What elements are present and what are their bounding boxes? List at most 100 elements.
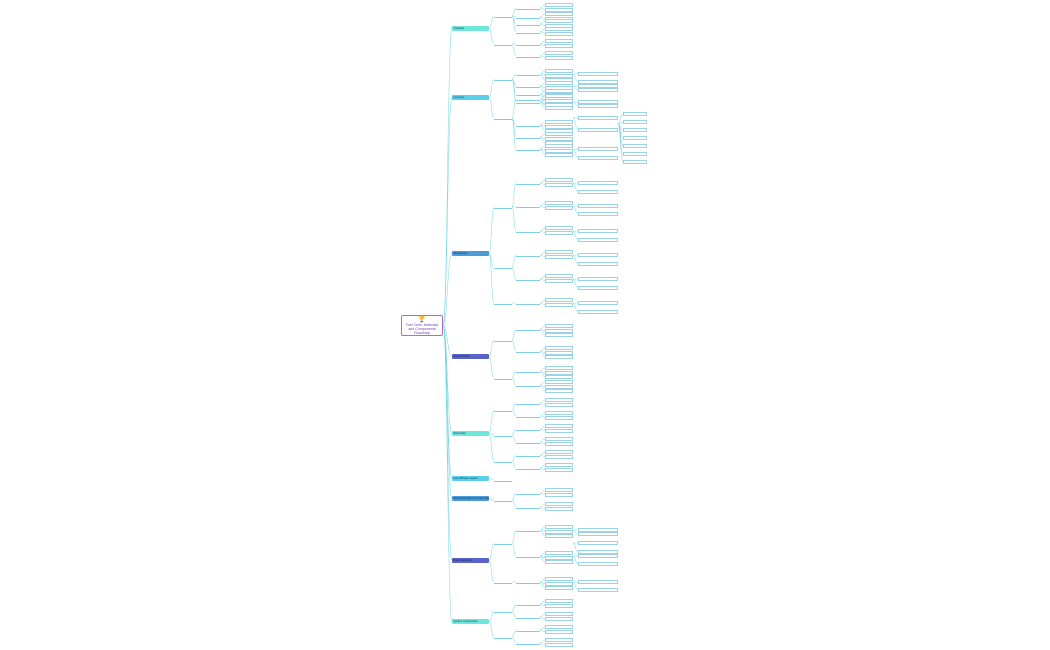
- leaf-box[interactable]: [545, 31, 573, 36]
- leaf-box-wide[interactable]: [578, 238, 618, 242]
- leaf-box[interactable]: [545, 39, 573, 43]
- leaf-box[interactable]: [545, 642, 573, 647]
- leaf-box[interactable]: [545, 69, 573, 73]
- leaf-box[interactable]: [545, 19, 573, 23]
- leaf-box-far[interactable]: [623, 136, 647, 140]
- leaf-box[interactable]: [545, 153, 573, 157]
- leaf-box[interactable]: [545, 560, 573, 564]
- leaf-box-wide[interactable]: [578, 550, 618, 554]
- sub-branch-node[interactable]: [516, 602, 540, 606]
- sub-branch-node[interactable]: [516, 30, 540, 34]
- leaf-box-wide[interactable]: [578, 286, 618, 290]
- leaf-box-wide[interactable]: [578, 80, 618, 84]
- leaf-box[interactable]: [545, 324, 573, 328]
- leaf-box[interactable]: [545, 502, 573, 506]
- leaf-box[interactable]: [545, 441, 573, 446]
- topic-stack-hardware[interactable]: Stack Hardware: [452, 558, 489, 563]
- leaf-box[interactable]: [545, 629, 573, 634]
- branch-node[interactable]: [494, 580, 512, 584]
- leaf-box[interactable]: [545, 250, 573, 254]
- leaf-box[interactable]: [545, 51, 573, 55]
- leaf-box[interactable]: [545, 89, 573, 93]
- sub-branch-node[interactable]: [516, 181, 540, 185]
- leaf-box[interactable]: [545, 555, 573, 560]
- leaf-box[interactable]: [545, 581, 573, 586]
- sub-branch-node[interactable]: [516, 123, 540, 127]
- leaf-box-wide[interactable]: [578, 262, 618, 266]
- leaf-box-far[interactable]: [623, 112, 647, 116]
- root-node[interactable]: 🏆 Fuel Cells: Materials and Components R…: [401, 315, 443, 336]
- branch-node[interactable]: [494, 459, 512, 463]
- leaf-box[interactable]: [545, 103, 573, 107]
- leaf-box[interactable]: [545, 124, 573, 129]
- topic-catalysts[interactable]: Catalysts: [452, 26, 489, 31]
- leaf-box[interactable]: [545, 55, 573, 60]
- sub-branch-node[interactable]: [516, 628, 540, 632]
- leaf-box[interactable]: [545, 98, 573, 103]
- leaf-box[interactable]: [545, 467, 573, 472]
- sub-branch-node[interactable]: [516, 401, 540, 405]
- leaf-box[interactable]: [545, 43, 573, 48]
- branch-node[interactable]: [494, 541, 512, 545]
- branch-node[interactable]: [494, 42, 512, 46]
- leaf-box[interactable]: [545, 7, 573, 12]
- leaf-box[interactable]: [545, 492, 573, 497]
- sub-branch-node[interactable]: [516, 554, 540, 558]
- topic-bipolar-plates[interactable]: Bipolar Plates: [452, 354, 489, 359]
- leaf-box[interactable]: [545, 398, 573, 402]
- leaf-box-wide[interactable]: [578, 104, 618, 108]
- sub-branch-node[interactable]: [516, 84, 540, 88]
- leaf-box[interactable]: [545, 278, 573, 283]
- leaf-box[interactable]: [545, 328, 573, 333]
- leaf-box-wide[interactable]: [578, 528, 618, 532]
- sub-branch-node[interactable]: [516, 97, 540, 101]
- leaf-box[interactable]: [545, 437, 573, 441]
- leaf-box[interactable]: [545, 136, 573, 141]
- leaf-box[interactable]: [545, 274, 573, 278]
- leaf-box[interactable]: [545, 350, 573, 355]
- branch-node[interactable]: [494, 77, 512, 81]
- sub-branch-node[interactable]: [516, 615, 540, 619]
- leaf-box[interactable]: [545, 525, 573, 529]
- leaf-box-far[interactable]: [623, 160, 647, 164]
- topic-electrodes[interactable]: Electrodes: [452, 431, 489, 436]
- leaf-box[interactable]: [545, 254, 573, 259]
- leaf-box[interactable]: [545, 302, 573, 307]
- sub-branch-node[interactable]: [516, 301, 540, 305]
- leaf-box[interactable]: [545, 226, 573, 230]
- leaf-box-wide[interactable]: [578, 588, 618, 592]
- leaf-box[interactable]: [545, 182, 573, 187]
- leaf-box-far[interactable]: [623, 144, 647, 148]
- leaf-box-wide[interactable]: [578, 100, 618, 104]
- leaf-box[interactable]: [545, 94, 573, 98]
- sub-branch-node[interactable]: [516, 327, 540, 331]
- leaf-box[interactable]: [545, 380, 573, 384]
- branch-node[interactable]: [494, 498, 512, 502]
- branch-node[interactable]: [494, 433, 512, 437]
- branch-node[interactable]: [494, 116, 512, 120]
- topic-gas-diffusion-layers[interactable]: Gas Diffusion Layers: [452, 476, 489, 481]
- leaf-box[interactable]: [545, 454, 573, 459]
- branch-node[interactable]: [494, 14, 512, 18]
- leaf-box[interactable]: [545, 638, 573, 642]
- topic-membranes[interactable]: Membranes: [452, 251, 489, 256]
- leaf-box[interactable]: [545, 599, 573, 603]
- leaf-box[interactable]: [545, 148, 573, 153]
- leaf-box-wide[interactable]: [578, 128, 618, 132]
- leaf-box[interactable]: [545, 551, 573, 555]
- leaf-box[interactable]: [545, 333, 573, 337]
- branch-node[interactable]: [494, 265, 512, 269]
- leaf-box-wide[interactable]: [578, 156, 618, 160]
- sub-branch-node[interactable]: [516, 466, 540, 470]
- leaf-box-wide[interactable]: [578, 301, 618, 305]
- leaf-box[interactable]: [545, 73, 573, 78]
- leaf-box[interactable]: [545, 428, 573, 433]
- leaf-box[interactable]: [545, 366, 573, 370]
- leaf-box[interactable]: [545, 415, 573, 420]
- sub-branch-node[interactable]: [516, 505, 540, 509]
- leaf-box[interactable]: [545, 488, 573, 492]
- leaf-box-wide[interactable]: [578, 88, 618, 92]
- leaf-box[interactable]: [545, 603, 573, 608]
- leaf-box[interactable]: [545, 625, 573, 629]
- sub-branch-node[interactable]: [516, 427, 540, 431]
